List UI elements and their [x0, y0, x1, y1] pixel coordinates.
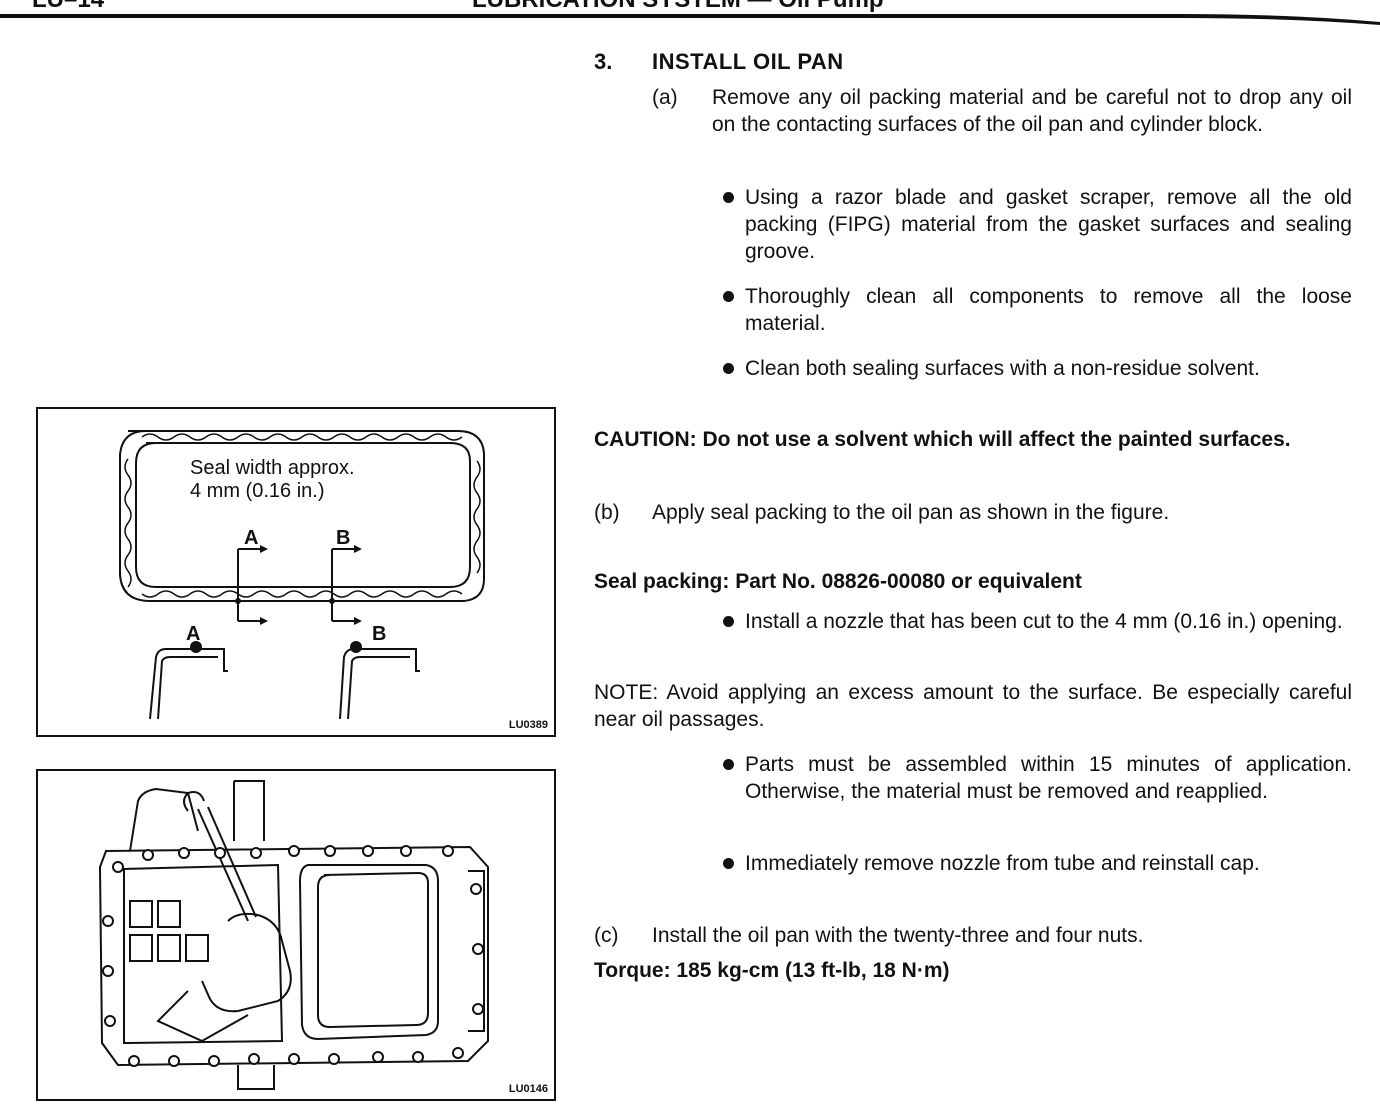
- seal-packing-figure: Seal width approx. 4 mm (0.16 in.) A B A…: [36, 407, 556, 737]
- bullet-icon: [723, 192, 734, 203]
- item-a-bullet-1: Using a razor blade and gasket scraper, …: [745, 186, 1352, 263]
- header-rule: [0, 14, 1380, 25]
- section-label-b: B: [336, 527, 351, 549]
- item-a-text: Remove any oil packing material and be c…: [712, 86, 1352, 136]
- seal-packing-spec: Seal packing: Part No. 08826-00080 or eq…: [594, 570, 1082, 593]
- page-number: LU–14: [32, 0, 104, 14]
- note-text: NOTE: Avoid applying an excess amount to…: [594, 681, 1352, 731]
- oil-pan-outline-diagram: [119, 430, 485, 720]
- item-c-text: Install the oil pan with the twenty-thre…: [652, 924, 1144, 947]
- torque-spec: Torque: 185 kg-cm (13 ft-lb, 18 N·m): [594, 959, 950, 982]
- profile-label-b: B: [372, 623, 387, 645]
- bullet-icon: [723, 616, 734, 627]
- bullet-icon: [723, 291, 734, 302]
- item-a-bullet-3: Clean both sealing surfaces with a non-r…: [745, 357, 1260, 380]
- bullet-icon: [723, 858, 734, 869]
- item-a-marker: (a): [652, 86, 678, 109]
- bullet-icon: [723, 759, 734, 770]
- seal-width-label-line2: 4 mm (0.16 in.): [190, 480, 325, 502]
- item-a-bullet-2: Thoroughly clean all components to remov…: [745, 285, 1352, 335]
- figure-code-lu0389: LU0389: [508, 719, 548, 731]
- note-bullet-1: Parts must be assembled within 15 minute…: [745, 753, 1352, 803]
- step-title: INSTALL OIL PAN: [652, 49, 844, 74]
- item-c-marker: (c): [594, 924, 619, 947]
- profile-label-a: A: [186, 623, 201, 645]
- bullet-icon: [723, 363, 734, 374]
- note-bullet-2: Immediately remove nozzle from tube and …: [745, 852, 1260, 875]
- seal-width-label-line1: Seal width approx.: [190, 457, 355, 479]
- oil-pan-installation-illustration: [98, 780, 489, 1090]
- oil-pan-install-figure: LU0146: [36, 769, 556, 1101]
- item-b-text: Apply seal packing to the oil pan as sho…: [652, 501, 1170, 524]
- nozzle-bullet: Install a nozzle that has been cut to th…: [745, 610, 1343, 633]
- step-number: 3.: [594, 49, 613, 74]
- caution-text: CAUTION: Do not use a solvent which will…: [594, 428, 1291, 451]
- section-label-a: A: [244, 527, 259, 549]
- item-b-marker: (b): [594, 501, 620, 524]
- figure-code-lu0146: LU0146: [508, 1083, 548, 1095]
- page-header-title: LUBRICATION SYSTEM — Oil Pump: [472, 0, 884, 14]
